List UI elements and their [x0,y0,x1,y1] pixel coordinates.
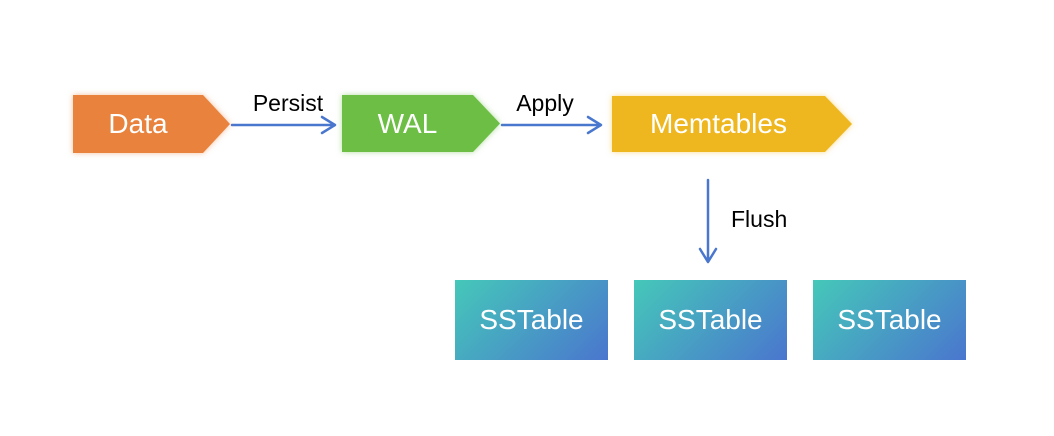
sstable-node-3-label: SSTable [837,304,942,335]
memtables-node-label: Memtables [650,108,787,139]
flush-arrow [698,178,718,264]
wal-node: WAL [342,95,500,152]
persist-arrow [230,115,337,135]
wal-node-label: WAL [377,107,438,139]
apply-arrow [500,115,603,135]
memtables-node-shape: Memtables [612,96,852,152]
memtables-node: Memtables [612,96,852,152]
data-node: Data [73,95,230,153]
data-node-shape: Data [73,95,230,153]
apply-edge-label: Apply [516,90,574,116]
flush-edge-label: Flush [731,206,788,232]
sstable-node-2-label: SSTable [658,304,763,335]
sstable-node-1: SSTable [455,280,608,360]
sstable-node-1-label: SSTable [479,304,584,335]
data-node-label: Data [108,108,168,139]
sstable-node-3: SSTable [813,280,966,360]
wal-node-shape: WAL [342,95,500,152]
persist-edge-label: Persist [252,90,324,116]
sstable-node-2: SSTable [634,280,787,360]
